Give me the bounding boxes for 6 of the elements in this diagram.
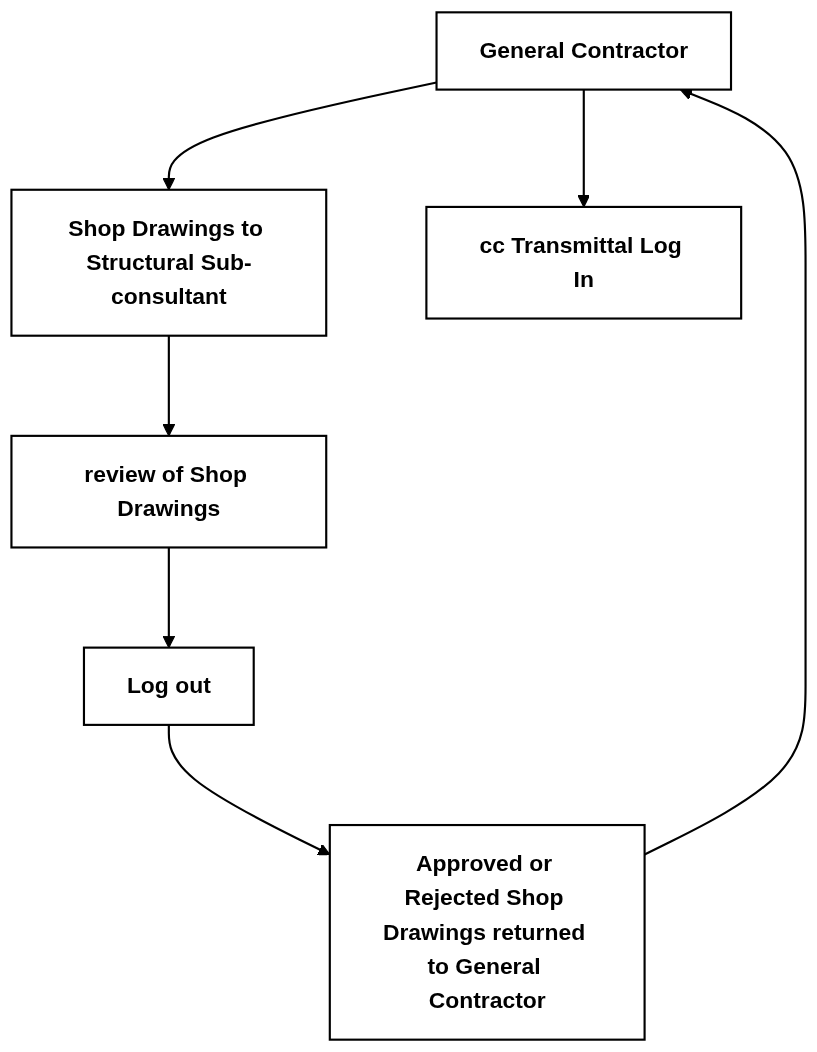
- node-box: cc Transmittal Log In: [425, 205, 743, 320]
- node-box: Log out: [82, 646, 255, 726]
- node-box: Approved or Rejected Shop Drawings returned to General Contractor: [328, 823, 646, 1041]
- node-box: review of Shop Drawings: [10, 434, 328, 549]
- node-box: Shop Drawings to Structural Sub-consultant: [10, 188, 328, 337]
- node-box: General Contractor: [435, 11, 733, 91]
